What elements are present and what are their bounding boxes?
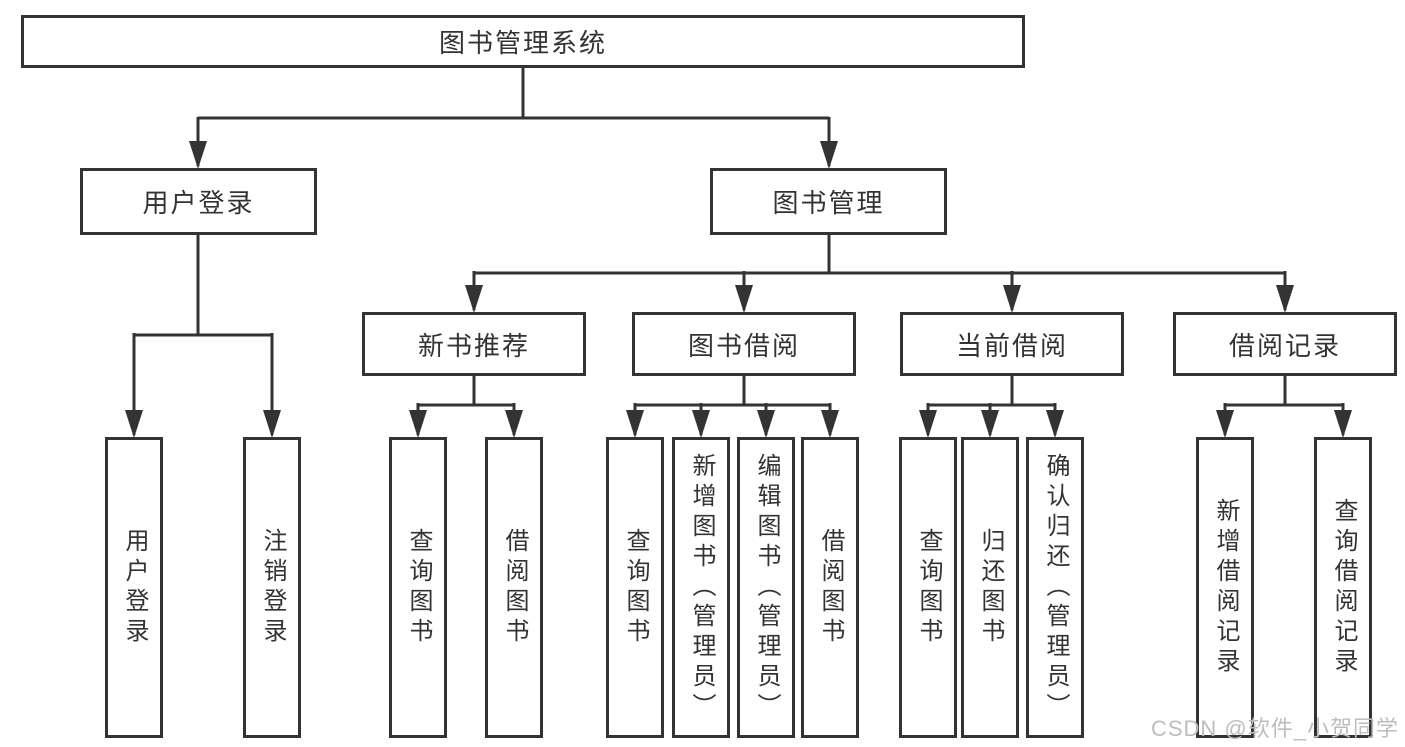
connector-bookmgmt-to-level3 bbox=[472, 234, 1287, 310]
arrow-icon bbox=[919, 410, 937, 438]
leaf-borrow-query-book-label: 查询图书 bbox=[622, 527, 649, 648]
connector-root-to-level2 bbox=[196, 68, 831, 166]
leaf-current-return-book-label: 归还图书 bbox=[977, 527, 1004, 648]
leaf-current-confirm-return-admin: 确认归还（管理员） bbox=[1026, 437, 1084, 738]
arrow-icon bbox=[820, 141, 838, 169]
arrow-icon bbox=[1334, 410, 1352, 438]
leaf-recommend-query-book: 查询图书 bbox=[389, 437, 447, 738]
leaf-borrow-edit-book-admin: 编辑图书（管理员） bbox=[737, 437, 795, 738]
arrow-icon bbox=[692, 410, 710, 438]
arrow-icon bbox=[1276, 285, 1294, 313]
connector-borrow-to-leaves bbox=[633, 376, 832, 435]
node-current-borrow-label: 当前借阅 bbox=[955, 330, 1068, 361]
node-new-book-recommend-label: 新书推荐 bbox=[417, 330, 530, 361]
arrow-icon bbox=[505, 410, 523, 438]
arrow-icon bbox=[465, 285, 483, 313]
leaf-records-add-record: 新增借阅记录 bbox=[1196, 437, 1254, 738]
node-root-label: 图书管理系统 bbox=[438, 28, 607, 58]
leaf-borrow-edit-book-admin-label: 编辑图书（管理员） bbox=[753, 452, 780, 723]
connector-records-to-leaves bbox=[1223, 376, 1345, 435]
leaf-borrow-add-book-admin: 新增图书（管理员） bbox=[672, 437, 730, 738]
leaf-recommend-query-book-label: 查询图书 bbox=[405, 527, 432, 648]
leaf-logout-label: 注销登录 bbox=[259, 527, 286, 648]
leaf-logout: 注销登录 bbox=[243, 437, 301, 738]
leaf-recommend-borrow-book-label: 借阅图书 bbox=[501, 527, 528, 648]
connector-userlogin-to-leaves bbox=[132, 234, 274, 435]
leaf-borrow-borrow-book: 借阅图书 bbox=[801, 437, 859, 738]
arrow-icon bbox=[757, 410, 775, 438]
leaf-recommend-borrow-book: 借阅图书 bbox=[485, 437, 543, 738]
leaf-borrow-add-book-admin-label: 新增图书（管理员） bbox=[688, 452, 715, 723]
arrow-icon bbox=[981, 410, 999, 438]
arrow-icon bbox=[263, 410, 281, 438]
node-root: 图书管理系统 bbox=[21, 15, 1025, 68]
arrow-icon bbox=[189, 141, 207, 169]
node-borrow-records-label: 借阅记录 bbox=[1228, 330, 1341, 361]
arrow-icon bbox=[626, 410, 644, 438]
node-new-book-recommend: 新书推荐 bbox=[362, 312, 586, 376]
arrow-icon bbox=[735, 285, 753, 313]
node-borrow-records: 借阅记录 bbox=[1173, 312, 1397, 376]
leaf-current-query-book-label: 查询图书 bbox=[915, 527, 942, 648]
leaf-records-query-record-label: 查询借阅记录 bbox=[1330, 497, 1357, 678]
leaf-current-return-book: 归还图书 bbox=[961, 437, 1019, 738]
arrow-icon bbox=[821, 410, 839, 438]
arrow-icon bbox=[1046, 410, 1064, 438]
arrow-icon bbox=[1003, 285, 1021, 313]
node-book-management-label: 图书管理 bbox=[772, 188, 885, 218]
leaf-records-add-record-label: 新增借阅记录 bbox=[1212, 497, 1239, 678]
arrowheads bbox=[125, 141, 1352, 438]
arrow-icon bbox=[1216, 410, 1234, 438]
node-user-login: 用户登录 bbox=[80, 168, 317, 235]
arrow-icon bbox=[125, 410, 143, 438]
arrow-icon bbox=[409, 410, 427, 438]
node-current-borrow: 当前借阅 bbox=[900, 312, 1124, 376]
node-user-login-label: 用户登录 bbox=[142, 188, 255, 218]
leaf-borrow-query-book: 查询图书 bbox=[606, 437, 664, 738]
leaf-user-login-label: 用户登录 bbox=[121, 527, 148, 648]
watermark: CSDN @软件_小贺同学 bbox=[1150, 716, 1399, 741]
leaf-borrow-borrow-book-label: 借阅图书 bbox=[817, 527, 844, 648]
leaf-current-confirm-return-admin-label: 确认归还（管理员） bbox=[1042, 452, 1069, 723]
node-book-borrow: 图书借阅 bbox=[632, 312, 856, 376]
node-book-management: 图书管理 bbox=[710, 168, 947, 235]
leaf-user-login: 用户登录 bbox=[105, 437, 163, 738]
leaf-current-query-book: 查询图书 bbox=[899, 437, 957, 738]
connector-recommend-to-leaves bbox=[416, 376, 516, 435]
leaf-records-query-record: 查询借阅记录 bbox=[1314, 437, 1372, 738]
node-book-borrow-label: 图书借阅 bbox=[687, 330, 800, 361]
